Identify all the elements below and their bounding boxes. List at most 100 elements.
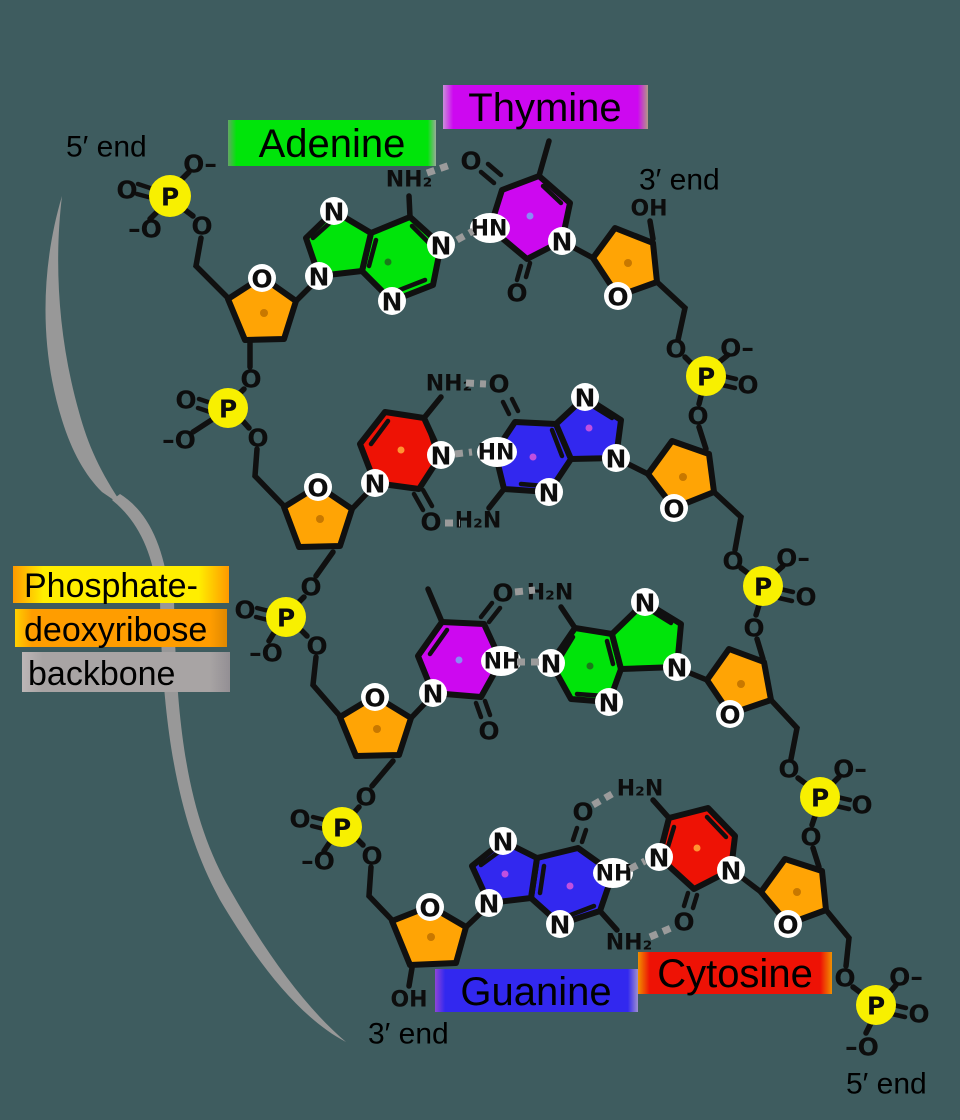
hydrogen-bond: [591, 790, 614, 809]
ring-center-dot: [793, 888, 801, 896]
ring-center-dot: [316, 515, 324, 523]
minus-oxygen-label: –O: [301, 847, 335, 876]
imino-label: NH: [596, 862, 633, 887]
carbonyl-oxygen-label: O: [478, 717, 499, 746]
amino-group-label: NH₂: [606, 931, 652, 956]
ester-oxygen-label: O: [355, 783, 376, 812]
guanine-base-4: O NH₂ NH N N N: [469, 798, 652, 956]
hydrogen-bond: [514, 586, 536, 596]
oxygen-label: O: [908, 1000, 929, 1029]
ester-oxygen-label: O: [361, 842, 382, 871]
minus-oxygen-label: –O: [162, 426, 196, 455]
oxygen-label: O: [116, 176, 137, 205]
hydrogen-bond: [465, 379, 487, 388]
nitrogen-label: N: [550, 911, 571, 940]
three-prime-end-top-right: 3′ end: [639, 164, 720, 197]
carbonyl-oxygen-label: O: [420, 508, 441, 537]
oxygen-halo: [361, 683, 389, 711]
oxygen-label: O: [851, 791, 872, 820]
amino-group-label: H₂N: [455, 509, 501, 534]
thymine-base-1: O O HN N: [460, 138, 576, 308]
hydrogen-bond: [454, 448, 473, 458]
oxygen-halo: [416, 893, 444, 921]
oxygen-label: O: [737, 371, 758, 400]
thymine-label-bg: [443, 85, 648, 129]
deoxyribose-sugar-3: O: [337, 683, 434, 789]
minus-oxygen-label: –O: [845, 1033, 879, 1062]
adenine-base-3: H₂N N N N N: [527, 581, 691, 718]
nitrogen-label: N: [479, 890, 500, 919]
hydrogen-bond: [455, 227, 475, 244]
ester-oxygen-label: O: [240, 365, 261, 394]
carbonyl-oxygen-label: O: [488, 370, 509, 399]
phosphorus-circle: [800, 777, 840, 817]
backbone-label: Phosphate- deoxyribose backbone: [13, 566, 230, 693]
right-strand-backbone: OH O O P O– O O: [566, 197, 930, 1062]
hydrogen-bond: [628, 857, 647, 873]
ring-oxygen-label: O: [663, 495, 684, 524]
carbonyl-oxygen-label: O: [572, 798, 593, 827]
carbonyl-oxygen-label: O: [492, 579, 513, 608]
imino-label: NH: [484, 650, 521, 675]
carbonyl-oxygen-label: O: [460, 147, 481, 176]
hydroxyl-label: OH: [630, 197, 667, 222]
amino-group-label: NH₂: [386, 168, 432, 193]
amino-group-label: H₂N: [617, 777, 663, 802]
backbone-label-bg-3: [22, 652, 230, 692]
backbone-label-bg-1: [13, 566, 229, 603]
cytosine-base-2: O NH₂ N N: [357, 372, 472, 537]
phosphorus-label: P: [754, 573, 772, 602]
phosphorus-label: P: [697, 363, 715, 392]
backbone-label-bg-2: [15, 609, 227, 647]
oxygen-halo: [774, 910, 802, 938]
oxygen-minus-label: O–: [776, 544, 810, 573]
nitrogen-label: N: [365, 470, 386, 499]
nitrogen-label: N: [599, 689, 620, 718]
deoxyribose-sugar-r1: O: [566, 225, 689, 343]
ring-center-dot: [501, 870, 509, 878]
ring-center-dot: [384, 258, 392, 266]
nitrogen-label: N: [309, 263, 330, 292]
phosphate-group-r4: O P O– O –O: [834, 963, 929, 1062]
nitrogen-label: N: [606, 445, 627, 474]
ester-oxygen-label: O: [722, 547, 743, 576]
deoxyribose-sugar-r2: O: [623, 438, 744, 553]
nitrogen-label: N: [382, 288, 403, 317]
phosphate-group-4: O P O –O O: [289, 783, 394, 922]
deoxyribose-sugar-2: O: [281, 473, 375, 579]
base-name-labels: Adenine Thymine Guanine Cytosine: [228, 85, 832, 1014]
deoxyribose-sugar-r3: O: [682, 646, 800, 762]
deoxyribose-sugar-r4: O: [737, 856, 852, 969]
oxygen-label: O: [795, 583, 816, 612]
ring-center-dot: [373, 725, 381, 733]
backbone-label-line2: deoxyribose: [24, 611, 207, 649]
ester-oxygen-label: O: [191, 212, 212, 241]
phosphorus-label: P: [867, 992, 885, 1021]
phosphate-group-r2: O P O– O O: [722, 544, 817, 662]
phosphorus-circle: [322, 807, 362, 847]
oxygen-label: O: [234, 596, 255, 625]
imino-label: HN: [471, 217, 508, 242]
carbonyl-oxygen-label: O: [506, 279, 527, 308]
left-strand-backbone: P O O– –O O O O P O –O O: [116, 150, 490, 1013]
oxygen-halo: [660, 494, 688, 522]
guanine-label-bg: [435, 969, 638, 1012]
ester-oxygen-label: O: [743, 614, 764, 643]
ring-oxygen-label: O: [419, 894, 440, 923]
oxygen-minus-label: O–: [889, 963, 923, 992]
nitrogen-label: N: [541, 650, 562, 679]
phosphorus-circle: [686, 356, 726, 396]
minus-oxygen-label: –O: [249, 639, 283, 668]
cytosine-label: Cytosine: [657, 952, 813, 996]
five-prime-end-top-left: 5′ end: [66, 131, 147, 164]
phosphate-group-r1: O P O– O O: [665, 334, 759, 452]
oxygen-label: O: [175, 386, 196, 415]
ring-center-dot: [526, 212, 534, 220]
nitrogen-label: N: [539, 479, 560, 508]
ring-center-dot: [260, 309, 268, 317]
minus-oxygen-label: –O: [128, 215, 162, 244]
oxygen-halo: [604, 282, 632, 310]
ring-center-dot: [737, 680, 745, 688]
ring-center-dot: [427, 933, 435, 941]
phosphate-group-r3: O P O– O O: [778, 755, 873, 870]
